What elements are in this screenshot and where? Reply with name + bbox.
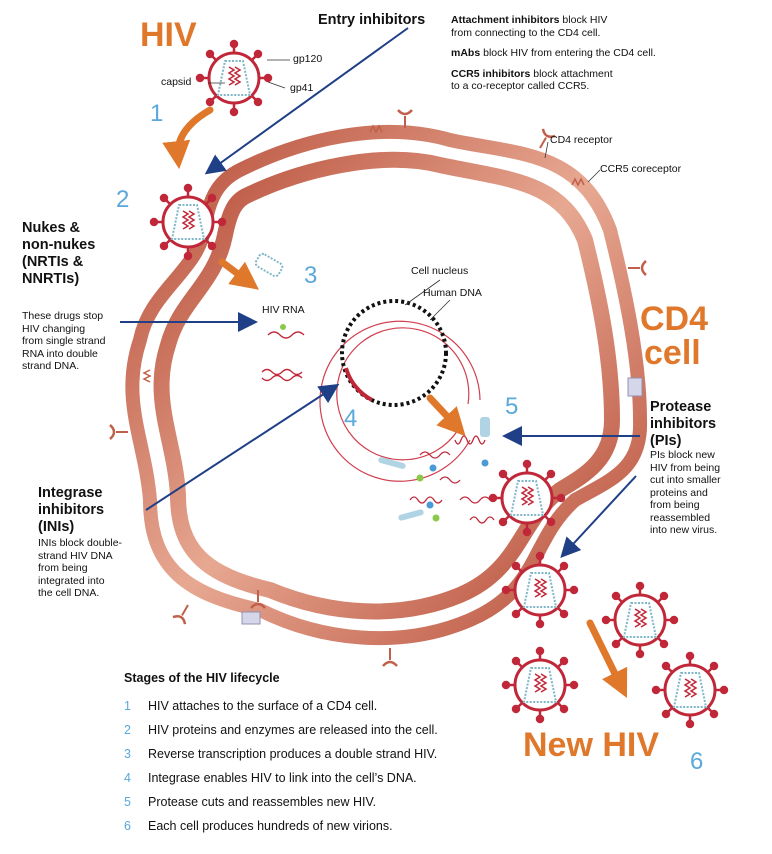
- stage-item-text: Protease cuts and reassembles new HIV.: [148, 795, 377, 809]
- orange-arrows: [162, 106, 628, 699]
- new-hiv-virion: [601, 581, 679, 659]
- stage-item-number: 6: [124, 819, 131, 833]
- protease-description: PIs block new HIV from being cut into sm…: [650, 449, 721, 537]
- ccr5-coreceptor-label: CCR5 coreceptor: [600, 163, 682, 175]
- protease-desc-line: PIs block new: [650, 449, 715, 461]
- virus-label-lines: [208, 59, 290, 89]
- stage-item-text: Reverse transcription produces a double …: [148, 747, 438, 761]
- cell-nucleus-label: Cell nucleus: [411, 265, 469, 277]
- protease-desc-line: reassembled: [650, 511, 711, 524]
- protease-desc-line: cut into smaller: [650, 474, 721, 486]
- stage-item-number: 4: [124, 771, 131, 785]
- cd4-receptor-label: CD4 receptor: [550, 134, 613, 146]
- cd4-title: CD4: [640, 300, 709, 338]
- stage-item: 3 Reverse transcription produces a double…: [124, 747, 437, 761]
- capsid-label: capsid: [161, 76, 192, 88]
- stage-number-5: 5: [505, 393, 519, 420]
- protease-desc-line: from being: [650, 499, 700, 511]
- hiv-rna-strands: [261, 331, 495, 524]
- new-hiv-virion: [651, 651, 729, 729]
- hiv-title: HIV: [140, 16, 197, 54]
- nukes-heading-line: Nukes &: [22, 220, 81, 236]
- nukes-desc-line: strand DNA.: [22, 360, 80, 372]
- integrase-description: INIs block double- strand HIV DNA from b…: [38, 537, 122, 600]
- protease-heading-line: inhibitors: [650, 416, 717, 432]
- nukes-desc-line: HIV changing: [22, 322, 86, 335]
- stage-item: 1 HIV attaches to the surface of a CD4 ce…: [124, 699, 377, 713]
- stage-number-6: 6: [690, 748, 704, 775]
- stage-number-4: 4: [344, 405, 358, 432]
- protease-heading: Protease inhibitors (PIs): [650, 399, 716, 450]
- new-hiv-virion: [501, 551, 579, 629]
- nukes-desc-line: from single strand: [22, 335, 106, 347]
- stages-title: Stages of the HIV lifecycle: [124, 671, 280, 685]
- integrase-heading-line: Integrase: [38, 485, 103, 501]
- hiv-virion-top: [195, 39, 273, 117]
- stage-item: 5 Protease cuts and reassembles new HIV.: [124, 795, 376, 809]
- coreceptor-block: [241, 611, 261, 625]
- protease-desc-line: proteins and: [650, 486, 708, 499]
- integrase-desc-line: integrated into: [38, 574, 105, 587]
- protease-heading-line: (PIs): [650, 433, 682, 449]
- nukes-desc-line: RNA into double: [22, 347, 98, 360]
- attachment-inhibitors-bold: Attachment inhibitors: [451, 14, 560, 26]
- cell-label-lines: [404, 141, 601, 321]
- attachment-inhibitors-text: block HIV: [559, 14, 608, 26]
- hiv-virion-attached: [149, 183, 227, 261]
- integrase-desc-line: from being: [38, 562, 88, 574]
- stage-item-number: 1: [124, 699, 131, 713]
- attachment-inhibitors-line2: from connecting to the CD4 cell.: [451, 26, 601, 39]
- stage-item-number: 5: [124, 795, 131, 809]
- stage-item-text: Integrase enables HIV to link into the c…: [148, 771, 417, 785]
- cell-nucleus-graphic: [319, 299, 481, 482]
- ccr5-inhibitors-line2: to a co-receptor called CCR5.: [451, 80, 590, 92]
- stage-number-1: 1: [150, 100, 164, 127]
- entry-inhibitors-heading: Entry inhibitors: [318, 12, 426, 28]
- entry-inhibitors-text: Attachment inhibitors block HIV from con…: [451, 14, 771, 93]
- gp41-label: gp41: [290, 82, 314, 94]
- cell-title: cell: [644, 334, 701, 372]
- ccr5-inhibitors-bold: CCR5 inhibitors: [451, 67, 531, 80]
- nukes-heading: Nukes & non-nukes (NRTIs & NNRTIs): [22, 220, 95, 288]
- hiv-rna-label: HIV RNA: [262, 304, 305, 316]
- integrase-desc-line: the cell DNA.: [38, 587, 100, 599]
- stage-number-2: 2: [116, 186, 130, 213]
- stage-number-3: 3: [304, 262, 318, 289]
- protease-desc-line: HIV from being: [650, 461, 721, 474]
- integrase-desc-line: strand HIV DNA: [38, 549, 113, 562]
- nukes-heading-line: non-nukes: [22, 237, 96, 253]
- protease-heading-line: Protease: [650, 399, 712, 415]
- integrase-heading-line: inhibitors: [38, 502, 105, 518]
- nukes-heading-line: (NRTIs &: [22, 254, 84, 270]
- stage-item: 6 Each cell produces hundreds of new viri…: [124, 819, 393, 833]
- integrase-heading-line: (INIs): [38, 519, 75, 535]
- integrase-heading: Integrase inhibitors (INIs): [38, 485, 104, 536]
- stage-item-text: HIV proteins and enzymes are released in…: [148, 723, 438, 737]
- cell-membrane: [125, 124, 648, 646]
- nukes-description: These drugs stop HIV changing from singl…: [22, 310, 105, 373]
- nukes-heading-line: NNRTIs): [22, 271, 80, 287]
- human-dna-label: Human DNA: [423, 287, 482, 299]
- mabs-text: block HIV from entering the CD4 cell.: [480, 47, 656, 59]
- stage-item-text: HIV attaches to the surface of a CD4 cel…: [148, 699, 378, 713]
- inhibitor-arrows: [120, 27, 640, 558]
- coreceptor-block: [627, 377, 643, 397]
- ccr5-coreceptors: [142, 124, 585, 383]
- stage-item-number: 2: [124, 723, 131, 737]
- gp120-label: gp120: [293, 53, 323, 65]
- hiv-virion-budding: [488, 459, 566, 537]
- new-hiv-title: New HIV: [523, 726, 660, 764]
- viral-proteins: [254, 252, 490, 522]
- stage-item-text: Each cell produces hundreds of new virio…: [148, 819, 393, 833]
- nukes-desc-line: These drugs stop: [22, 310, 104, 322]
- protease-desc-line: into new virus.: [650, 524, 718, 536]
- new-hiv-virion: [501, 646, 579, 724]
- stage-item: 4 Integrase enables HIV to link into the …: [124, 771, 417, 785]
- integrase-desc-line: INIs block double-: [38, 537, 123, 549]
- mabs-bold: mAbs: [451, 47, 481, 59]
- stage-item: 2 HIV proteins and enzymes are released i…: [124, 723, 438, 737]
- stage-item-number: 3: [124, 747, 131, 761]
- ccr5-inhibitors-text: block attachment: [530, 67, 613, 80]
